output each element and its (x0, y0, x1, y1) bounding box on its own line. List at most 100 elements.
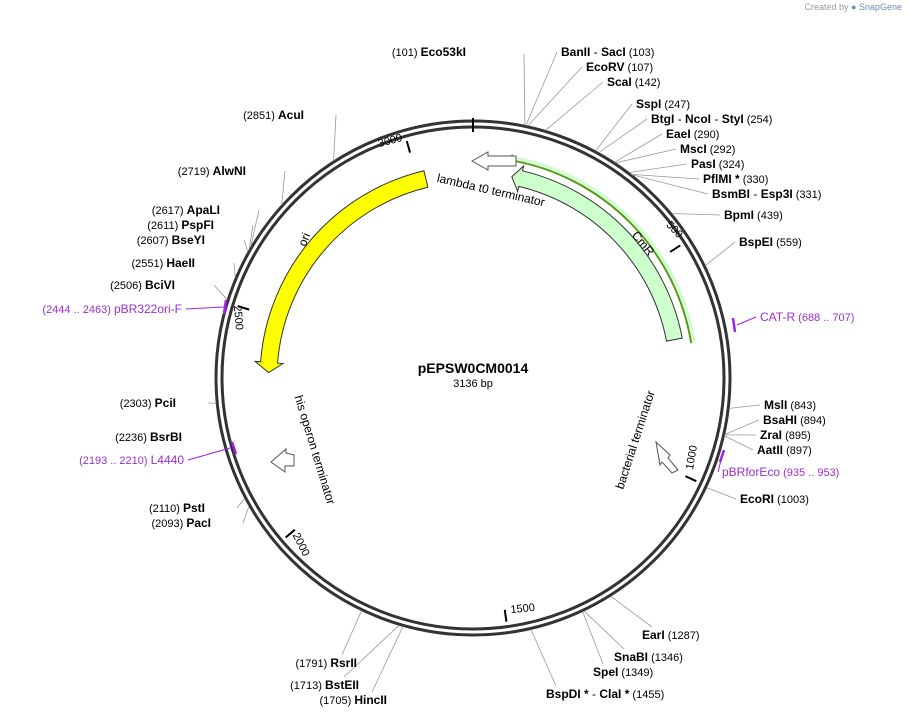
site-label-7: MscI (292) (680, 142, 735, 156)
site-pos-1: (103) (626, 47, 655, 59)
leader-35 (333, 114, 337, 161)
leader-13 (729, 404, 761, 409)
site-pos-3: (142) (632, 77, 661, 89)
leader-18 (610, 595, 653, 628)
site-name-1: BanII (561, 45, 590, 59)
credit-brand: SnapGene (858, 2, 902, 12)
site-label-26: (2110) PstI (149, 501, 205, 515)
site-pos-34: (2719) (178, 166, 213, 178)
tick-2000 (285, 528, 296, 539)
cmr-arrow (511, 164, 683, 342)
feature-label-bacterial-terminator: bacterial terminator (613, 389, 658, 491)
site-pos-12: (559) (773, 237, 802, 249)
site-sep: - (590, 45, 601, 59)
site-label-21: BspDI * - ClaI * (1455) (546, 687, 664, 701)
site-pos-31: (2607) (137, 235, 172, 247)
primer-name-2: L4440 (151, 453, 185, 467)
site-name-20: SpeI (593, 665, 618, 679)
site-name-29: BciVI (145, 278, 175, 292)
leader-9 (631, 174, 700, 180)
site-name-30: HaeII (166, 256, 195, 270)
lambda-t0-terminator-arrow (470, 151, 517, 171)
site-label-12: BspEI (559) (739, 235, 802, 249)
tick-label-3000: 3000 (377, 132, 404, 150)
site-label-20: SpeI (1349) (593, 665, 653, 679)
site-name-18: EarI (642, 628, 665, 642)
site-label-15: ZraI (895) (760, 428, 811, 442)
site-pos-20: (1349) (618, 667, 653, 679)
his-operon-terminator-arrow (270, 447, 295, 473)
credit-prefix: Created by (804, 2, 849, 12)
site-label-34: (2719) AlwNI (178, 164, 246, 178)
leader-20 (582, 611, 604, 665)
site-name-23: BstEII (325, 678, 359, 692)
site-label-0: (101) Eco53kI (392, 45, 466, 59)
site-label-8: PasI (324) (691, 157, 744, 171)
site-name-3: ScaI (607, 75, 632, 89)
site-label-17: EcoRI (1003) (740, 492, 809, 506)
site-pos-26: (2110) (149, 503, 183, 515)
site-name-0: Eco53kI (421, 45, 466, 59)
site-pos-29: (2506) (110, 280, 145, 292)
leader-33 (250, 209, 260, 248)
site-name-22: HincII (354, 693, 387, 707)
leader-22 (371, 626, 404, 693)
site-pos-27: (2236) (115, 432, 150, 444)
primer-leader-0 (736, 316, 757, 326)
leader-17 (706, 487, 737, 500)
site-pos-24: (1791) (295, 658, 330, 670)
site-name-21: BspDI * (546, 687, 589, 701)
site-name-16: AatII (757, 443, 783, 457)
leader-3 (545, 81, 604, 131)
site-sep: - (711, 112, 722, 126)
primer-leader-3 (185, 306, 225, 310)
site-pos-18: (1287) (665, 630, 700, 642)
site-name-13: MslI (764, 398, 787, 412)
site-label-30: (2551) HaeII (131, 256, 195, 270)
primer-label-0: CAT-R (688 .. 707) (760, 310, 854, 324)
site-label-3: ScaI (142) (607, 75, 660, 89)
site-pos-5: (254) (744, 114, 773, 126)
site-label-35: (2851) AcuI (243, 108, 304, 122)
site-label-33: (2617) ApaLI (152, 203, 220, 217)
site-pos-6: (290) (691, 129, 720, 141)
leader-11 (671, 213, 721, 216)
plasmid-name: pEPSW0CM0014 (418, 360, 529, 376)
site-name2-21: ClaI * (599, 687, 629, 701)
tick-3000 (405, 140, 411, 153)
primer-binding-halo (510, 155, 696, 343)
site-name-10: BsmBI (712, 187, 750, 201)
primer-label-2: (2193 .. 2210) L4440 (79, 453, 184, 467)
site-pos-0: (101) (392, 47, 421, 59)
site-pos-16: (897) (783, 445, 812, 457)
leader-2 (527, 66, 583, 127)
site-name-5: BtgI (651, 112, 674, 126)
primer-range-1: (935 .. 953) (780, 467, 839, 479)
leader-6 (614, 133, 663, 163)
site-pos-8: (324) (716, 159, 745, 171)
site-name-9: PflMI * (703, 172, 740, 186)
site-pos-17: (1003) (774, 494, 809, 506)
site-name-7: MscI (680, 142, 707, 156)
site-name-11: BpmI (724, 208, 754, 222)
site-label-24: (1791) RsrII (295, 656, 357, 670)
leader-10 (631, 174, 709, 195)
leader-26 (236, 498, 246, 509)
site-name-31: BseYI (172, 233, 205, 247)
site-pos-7: (292) (707, 144, 736, 156)
site-label-28: (2303) PciI (120, 396, 176, 410)
primer-binding-bar (510, 159, 693, 344)
site-name-19: SnaBI (614, 650, 648, 664)
site-pos-25: (2093) (151, 518, 186, 530)
site-label-32: (2611) PspFI (147, 218, 214, 232)
site-pos-32: (2611) (147, 220, 181, 232)
site-pos-10: (331) (793, 189, 822, 201)
plasmid-length: 3136 bp (453, 378, 493, 390)
site-pos-11: (439) (754, 210, 783, 222)
tick-2500 (237, 305, 250, 311)
primer-label-3: (2444 .. 2463) pBR322ori-F (42, 302, 182, 316)
site-label-31: (2607) BseYI (137, 233, 205, 247)
leader-31 (243, 239, 249, 252)
